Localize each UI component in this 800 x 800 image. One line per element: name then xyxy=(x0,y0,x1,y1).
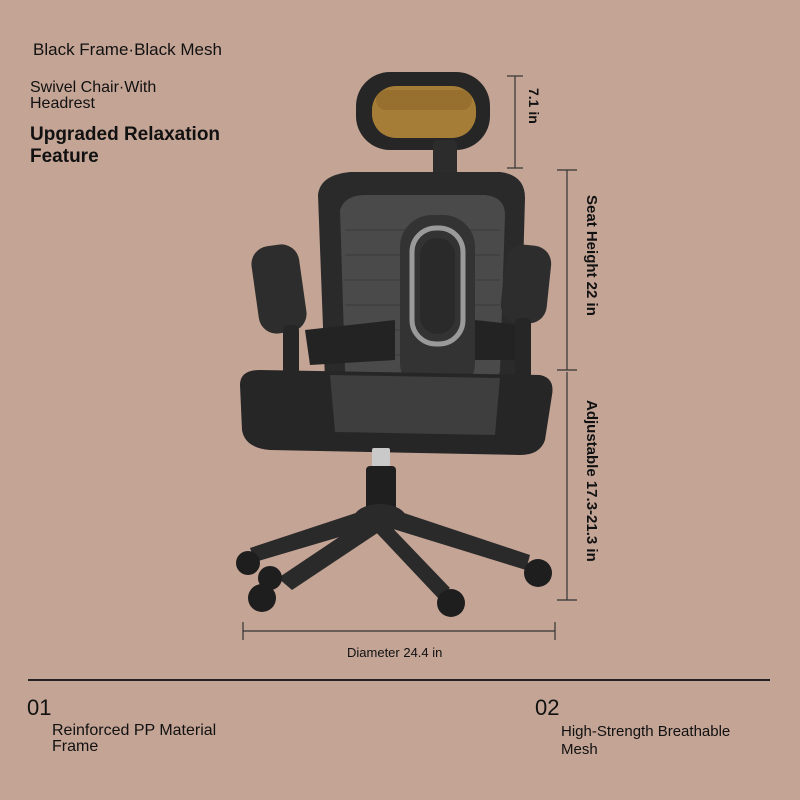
chair-base xyxy=(250,504,530,598)
title-relaxation: Upgraded Relaxation Feature xyxy=(30,124,221,167)
feature-label-mesh: High-Strength Breathable Mesh xyxy=(561,723,731,758)
backrest xyxy=(305,172,525,432)
gas-lift xyxy=(366,448,396,514)
caster xyxy=(236,551,260,575)
right-armrest xyxy=(500,244,552,324)
armrests xyxy=(251,244,552,388)
feature-label-frame: Reinforced PP Material Frame xyxy=(52,722,217,755)
title-frame-mesh: Black Frame·Black Mesh xyxy=(33,40,222,59)
diameter-label: Diameter 24.4 in xyxy=(347,645,443,660)
headrest-dimension-label: 7.1 in xyxy=(526,88,542,124)
caster xyxy=(524,559,552,587)
dimension-lines xyxy=(242,75,577,640)
caster xyxy=(437,589,465,617)
section-divider xyxy=(28,679,770,681)
title-swivel-headrest: Swivel Chair·With Headrest xyxy=(30,79,157,112)
caster xyxy=(258,566,282,590)
feature-number-02: 02 xyxy=(535,695,560,720)
caster xyxy=(248,584,276,612)
feature-number-01: 01 xyxy=(27,695,52,720)
left-armrest xyxy=(251,244,307,334)
seat-height-label: Seat Height 22 in xyxy=(583,195,600,316)
seat xyxy=(240,370,553,455)
casters xyxy=(236,551,552,617)
adjustable-height-label: Adjustable 17.3-21.3 in xyxy=(583,400,600,562)
